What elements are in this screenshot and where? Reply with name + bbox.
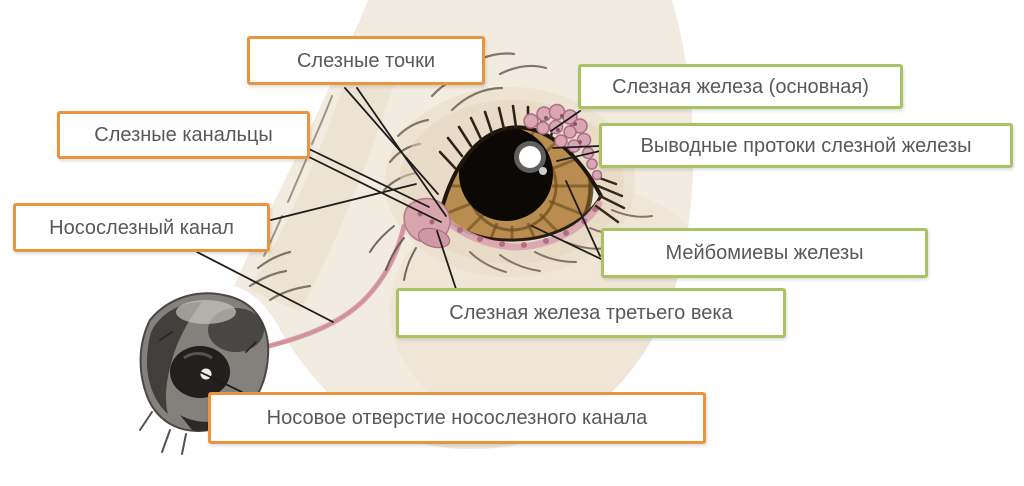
label-text: Слезная железа (основная) xyxy=(612,75,869,98)
leader-puncta-2 xyxy=(356,87,447,217)
muzzle-ridge-strokes xyxy=(263,95,333,257)
label-text: Слезная железа третьего века xyxy=(449,302,733,324)
leader-lines xyxy=(196,87,602,393)
label-text: Выводные протоки слезной железы xyxy=(640,134,972,157)
label-main-lacrimal-gland: Слезная железа (основная) xyxy=(578,64,903,109)
label-lacrimal-puncta: Слезные точки xyxy=(247,36,485,85)
label-text: Носовое отверстие носослезного канала xyxy=(266,407,648,429)
label-text: Носослезный канал xyxy=(49,216,234,239)
leader-meibomian-1 xyxy=(565,180,601,257)
label-text: Слезные канальцы xyxy=(94,124,273,146)
label-meibomian-glands: Мейбомиевы железы xyxy=(601,228,928,278)
leader-canaliculi-1 xyxy=(308,148,430,208)
leader-nasolacrimal-2 xyxy=(196,251,334,323)
label-nasal-opening: Носовое отверстие носослезного канала xyxy=(208,392,706,444)
leader-ducts-2 xyxy=(556,150,601,162)
leader-main-gland xyxy=(550,110,581,132)
label-excretory-ducts: Выводные протоки слезной железы xyxy=(599,123,1013,168)
leader-meibomian-2 xyxy=(531,225,602,260)
gland-dots xyxy=(544,114,582,144)
eye-highlight xyxy=(519,146,541,168)
leader-canaliculi-2 xyxy=(308,156,442,223)
label-lacrimal-canaliculi: Слезные канальцы xyxy=(57,111,310,159)
nose xyxy=(139,292,270,455)
leader-ducts-1 xyxy=(552,145,601,149)
label-nasolacrimal-duct: Носослезный канал xyxy=(13,203,270,252)
leader-nasolacrimal-1 xyxy=(270,183,417,221)
leader-nasal-opening xyxy=(197,370,243,393)
label-text: Мейбомиевы железы xyxy=(665,242,864,264)
upper-eyelid xyxy=(439,125,603,214)
meibomian-gland-margin xyxy=(443,200,603,251)
label-text: Слезные точки xyxy=(296,49,436,72)
leader-puncta-1 xyxy=(344,87,439,195)
label-third-eyelid-gland: Слезная железа третьего века xyxy=(396,288,786,338)
inner-corner-fur xyxy=(369,225,417,281)
leader-third-eyelid xyxy=(436,230,457,290)
